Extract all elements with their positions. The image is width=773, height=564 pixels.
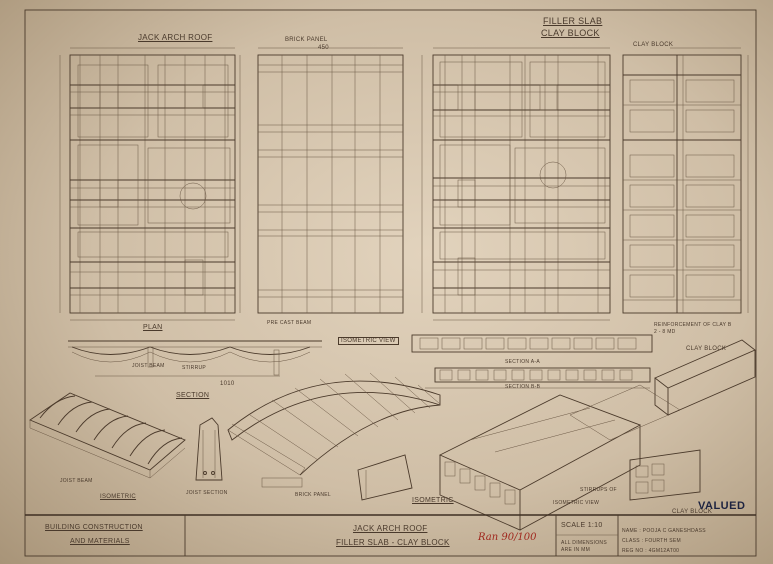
dim-1010: 1010 (220, 381, 235, 387)
isometric-brick-panel (227, 372, 441, 501)
label-precast-beam: PRE CAST BEAM (267, 320, 312, 326)
title-plan: PLAN (143, 324, 163, 331)
student-reg-no: REG NO : 4GM12AT00 (622, 548, 680, 554)
title-clay-block: CLAY BLOCK (541, 28, 600, 38)
label-brick-panel: BRICK PANEL (295, 492, 331, 498)
label-joist-beam: JOIST BEAM (60, 478, 93, 484)
title-filler-slab: FILLER SLAB (543, 16, 603, 26)
label-section-aa: SECTION A-A (505, 359, 540, 365)
joist-section (195, 417, 223, 481)
dims-note2: ARE IN MM (561, 547, 591, 553)
plan-filler-slab (421, 47, 611, 321)
student-class: CLASS : FOURTH SEM (622, 538, 681, 544)
title-isometric-center: ISOMETRIC (412, 497, 454, 504)
label-joist-section: JOIST SECTION (186, 490, 228, 496)
plan-clay-block (622, 47, 749, 314)
scale-label: SCALE 1:10 (561, 522, 603, 529)
subject-line2: AND MATERIALS (70, 538, 130, 545)
drawing-line1: JACK ARCH ROOF (353, 524, 428, 533)
drawing-line2: FILLER SLAB - CLAY BLOCK (336, 538, 450, 547)
plan-jack-arch-roof (59, 47, 236, 321)
label-reinforcement: REINFORCEMENT OF CLAY B (654, 322, 732, 328)
arch-elevation (68, 340, 322, 377)
section-strips (411, 334, 653, 389)
title-jack-arch-roof: JACK ARCH ROOF (138, 33, 213, 42)
label-clay-block-right: CLAY BLOCK (633, 42, 674, 48)
label-reinforcement-2: 2 - 8 MD (654, 329, 676, 335)
student-name: NAME : POOJA C GANESHDASS (622, 528, 706, 534)
sheet-border (24, 9, 757, 557)
grade-mark: Ran 90/100 (478, 532, 537, 543)
dim-450: 450 (318, 45, 329, 51)
label-joist-beam-top: JOIST BEAM (132, 363, 165, 369)
isometric-clay-block (438, 384, 681, 531)
label-isometric-view-bottom: ISOMETRIC VIEW (553, 500, 600, 506)
isometric-clay-block-right (629, 339, 756, 501)
title-block-lines (25, 514, 756, 556)
title-section: SECTION (176, 392, 210, 399)
title-isometric-left: ISOMETRIC (100, 494, 137, 500)
label-stirrup: STIRRUP (182, 365, 207, 371)
isometric-arches (29, 392, 186, 479)
label-stirrups-of: STIRRUPS OF (580, 487, 617, 493)
label-brick-panel-top: BRICK PANEL (285, 37, 328, 43)
label-isometric-view: ISOMETRIC VIEW (338, 337, 399, 345)
dims-note1: ALL DIMENSIONS (561, 540, 607, 546)
valued-stamp: VALUED (698, 500, 746, 512)
subject-line1: BUILDING CONSTRUCTION (45, 524, 143, 531)
plan-brick-panel (239, 47, 404, 314)
label-clay-block-bottom: CLAY BLOCK (672, 509, 713, 515)
label-clay-block-iso: CLAY BLOCK (686, 346, 727, 352)
label-section-bb: SECTION B-B (505, 384, 541, 390)
